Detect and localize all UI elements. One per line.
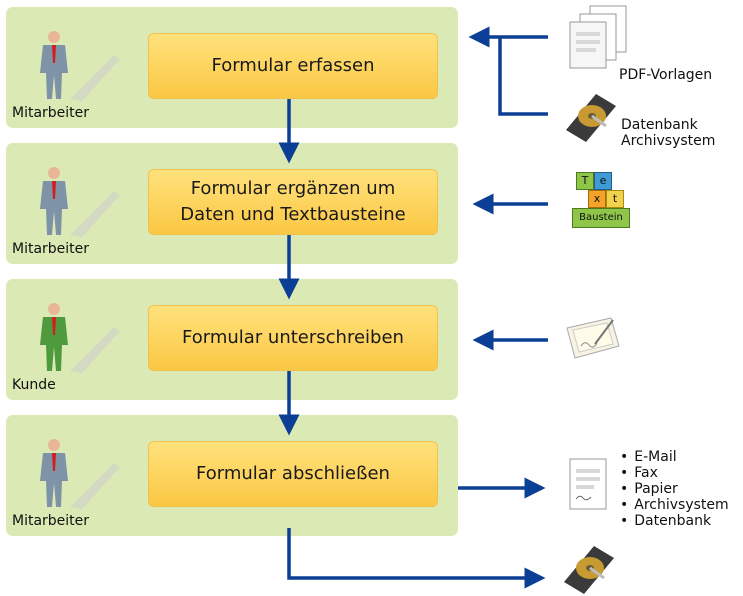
signature-pad-icon: [566, 317, 620, 359]
step-panel-4: Formular abschließen Mitarbeiter: [6, 415, 458, 536]
actor-label-1: Mitarbeiter: [12, 105, 90, 121]
text-tile-x: x: [588, 190, 606, 208]
output-item: Datenbank: [620, 513, 729, 529]
output-item: Archivsystem: [620, 497, 728, 513]
step-box-1: Formular erfassen: [148, 33, 438, 99]
database-archive-label: Datenbank Archivsystem: [621, 117, 716, 149]
text-tile-e: e: [594, 172, 612, 190]
actor-label-2: Mitarbeiter: [12, 241, 90, 257]
employee-icon: [40, 439, 120, 509]
actor-label-4: Mitarbeiter: [12, 513, 90, 529]
output-item: Fax: [620, 465, 729, 481]
database-output-arrow: [287, 528, 546, 589]
output-item: E-Mail: [620, 449, 729, 465]
hard-drive-icon: [566, 94, 616, 142]
actor-label-3: Kunde: [12, 377, 56, 393]
pdf-documents-icon: [569, 5, 627, 69]
step-box-4: Formular abschließen: [148, 441, 438, 507]
step-panel-3: Formular unterschreiben Kunde: [6, 279, 458, 400]
text-tile-t2: t: [606, 190, 624, 208]
output-item: Papier: [620, 481, 729, 497]
signed-document-icon: [569, 458, 607, 510]
database-input-line: [498, 37, 548, 116]
employee-icon: [40, 167, 120, 237]
step-panel-2: Formular ergänzen um Daten und Textbaust…: [6, 143, 458, 264]
text-blocks-icon: T e x t Baustein: [568, 170, 632, 232]
step-box-2: Formular ergänzen um Daten und Textbaust…: [148, 169, 438, 235]
employee-icon: [40, 31, 120, 101]
baustein-badge: Baustein: [572, 208, 630, 228]
customer-icon: [40, 303, 120, 373]
step-panel-1: Formular erfassen Mitarbeiter: [6, 7, 458, 128]
hard-drive-output-icon: [564, 546, 614, 594]
text-tile-t: T: [576, 172, 594, 190]
pdf-templates-label: PDF-Vorlagen: [619, 67, 713, 83]
step-box-3: Formular unterschreiben: [148, 305, 438, 371]
output-channel-list: E-Mail Fax Papier Archivsystem Datenbank: [620, 449, 729, 529]
